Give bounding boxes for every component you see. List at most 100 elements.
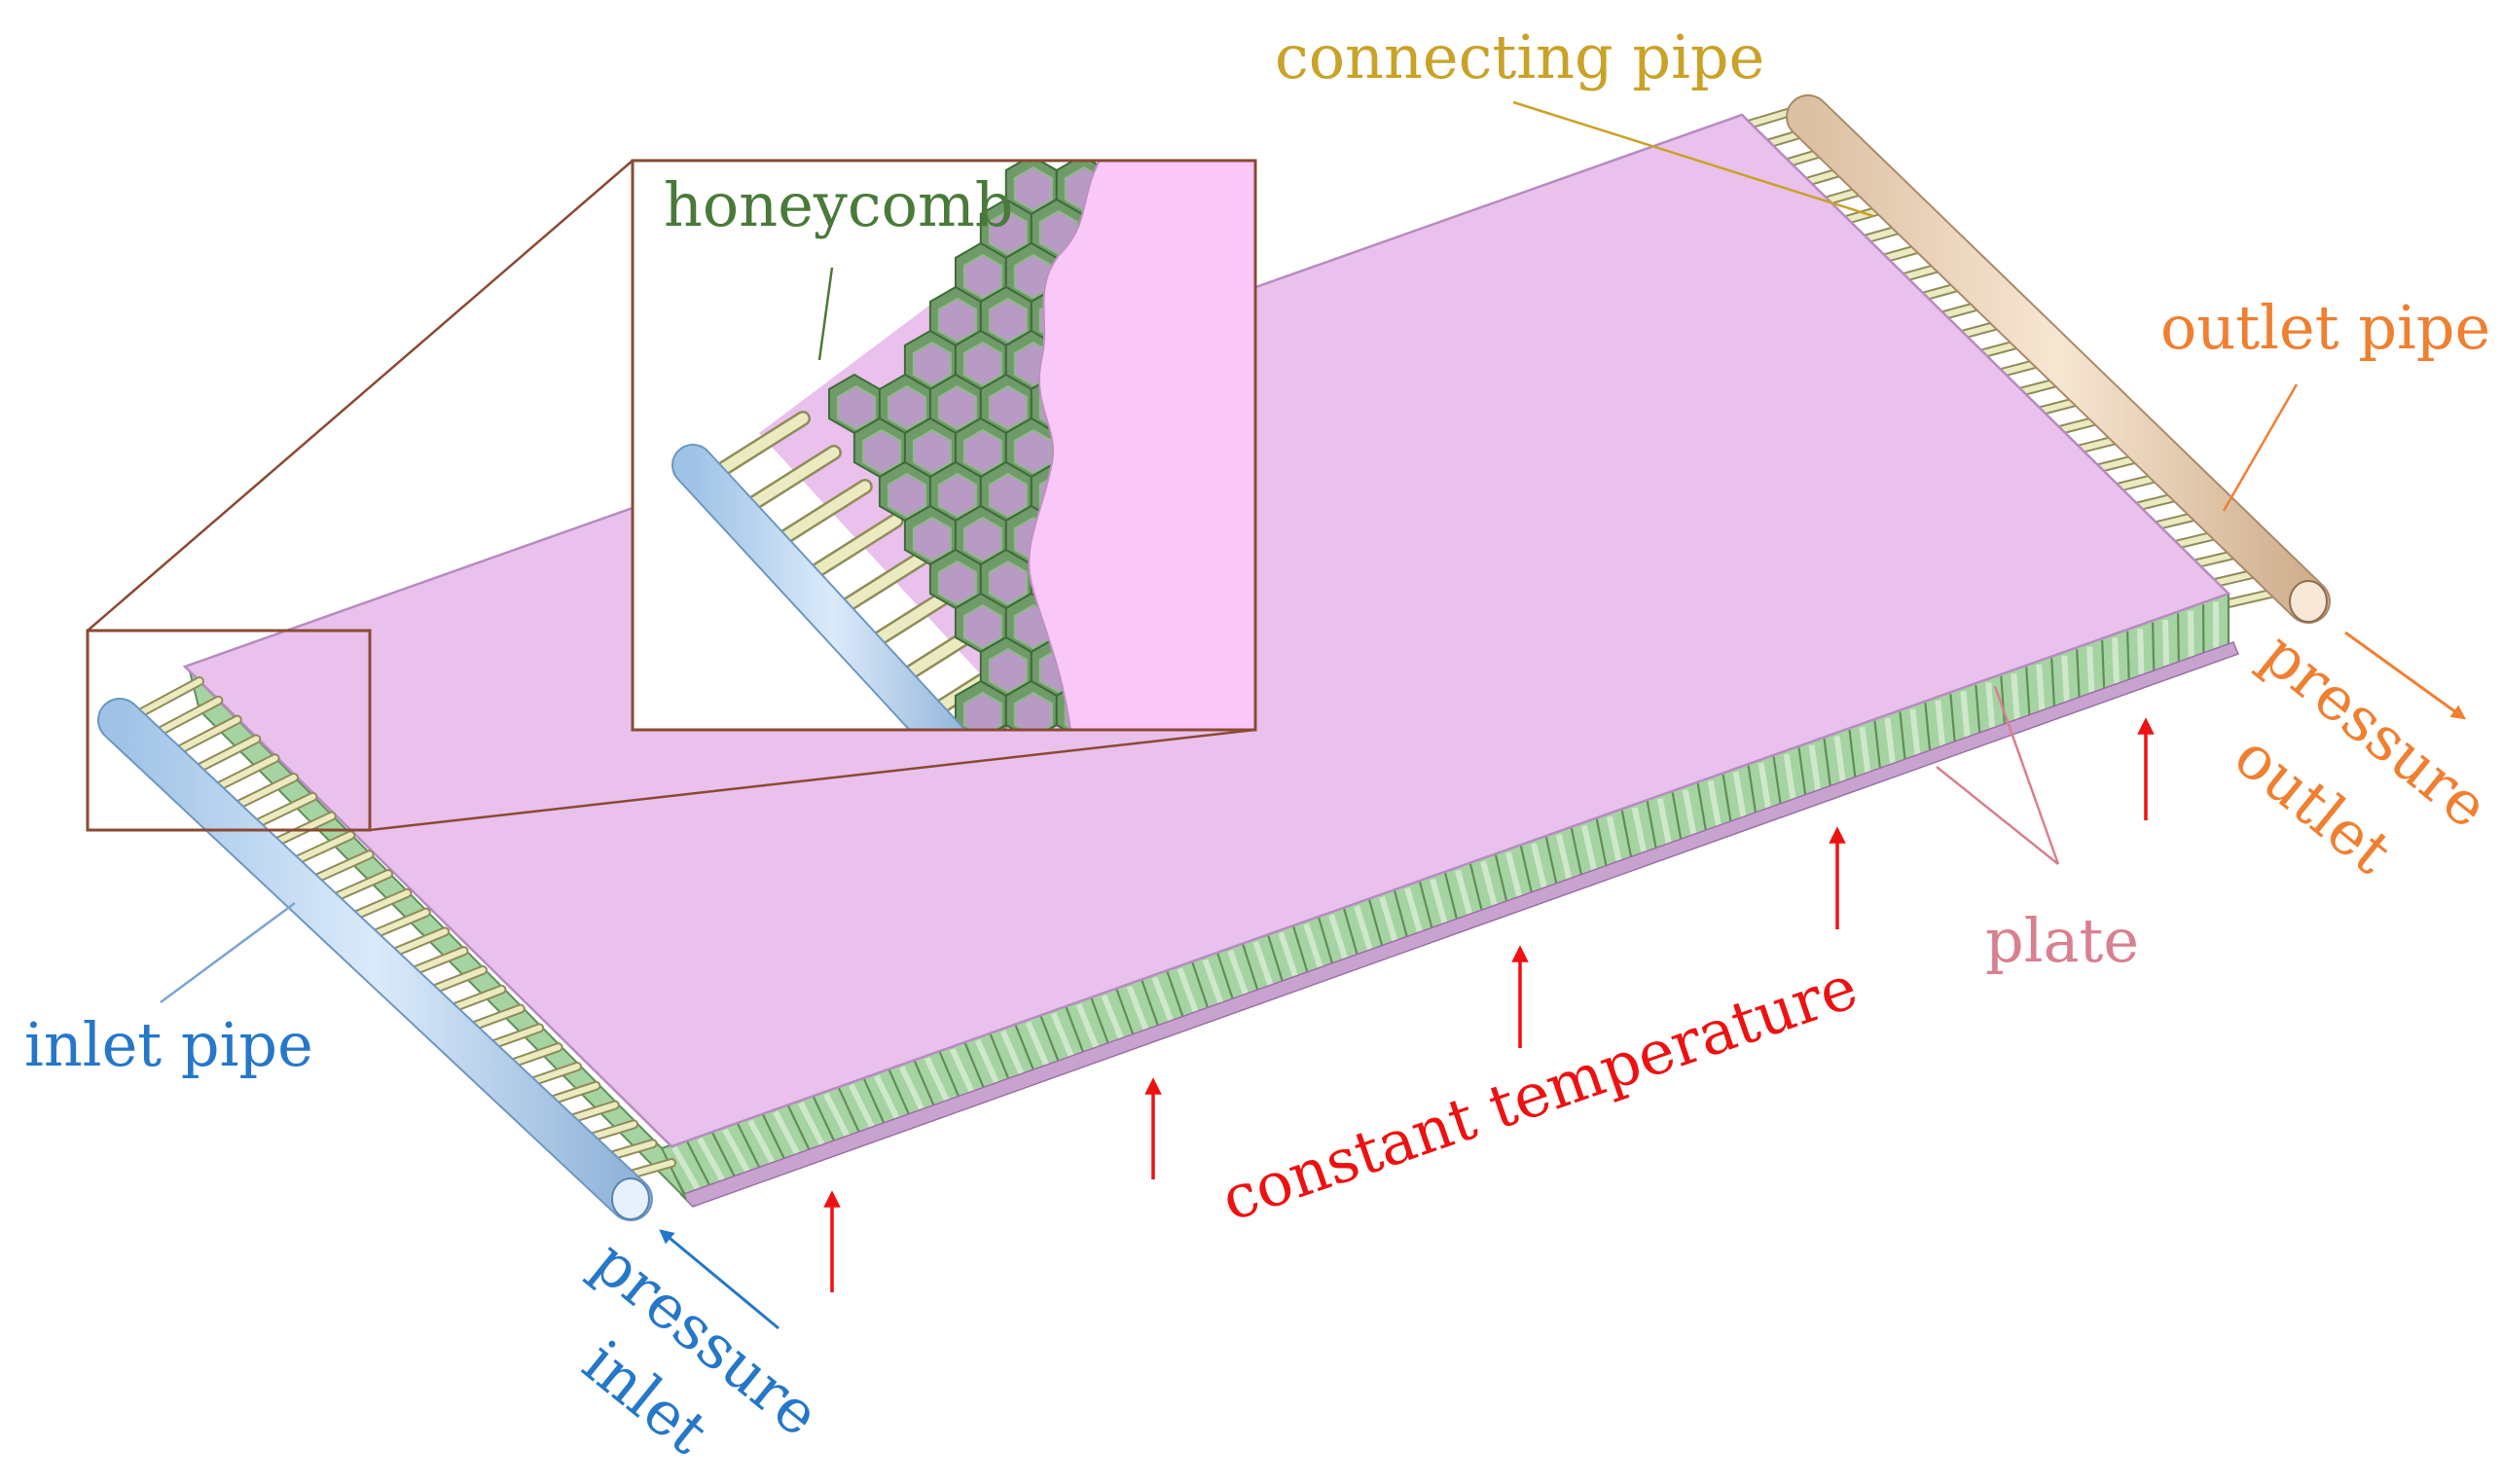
cell-wall-highlight [1732,771,1747,817]
zoom-hex-cell-interior [1013,691,1053,730]
cell-wall [1267,935,1285,984]
cell-wall [2151,622,2156,672]
cell-wall [1797,747,1807,797]
cell-wall-highlight [697,1137,726,1183]
cell-wall [2176,613,2180,664]
zoom-tube-highlight [829,549,932,619]
zoom-hex-cell-interior [937,472,977,519]
connecting-tube-highlight [171,716,240,756]
cell-wall [1065,1006,1086,1056]
cell-wall [888,1068,912,1118]
cell-wall [1747,765,1758,814]
cell-wall [1873,720,1882,771]
cell-wall [938,1051,961,1100]
cell-wall [1772,756,1782,806]
outlet-pipe-leader [2222,383,2299,512]
cell-wall [1191,961,1210,1011]
cell-wall-highlight [2112,637,2120,684]
cell-wall-highlight [874,1074,900,1121]
zoom-tube-highlight [767,481,871,551]
cell-wall-highlight [1505,851,1523,898]
heat-arrows [823,717,2155,1292]
plate-leader-top [1993,685,2060,865]
cell-wall [2076,649,2081,699]
cell-wall-highlight [747,1119,777,1166]
cell-wall-highlight [1859,726,1871,773]
cell-wall [1646,801,1658,851]
cell-wall [1975,684,1981,735]
zoom-hex-cell-interior [988,472,1028,519]
inlet-pipe [97,698,653,1221]
honeycomb-leader [817,267,834,361]
cell-wall [1823,738,1832,788]
cell-wall-highlight [671,1145,702,1192]
zoom-tube-highlight [705,413,809,483]
cell-wall-highlight [974,1038,1000,1085]
zoom-hex-cell-interior [1038,209,1078,256]
connecting-tube-highlight [152,697,222,738]
zoom-leader-top [87,160,634,632]
cell-wall-highlight [1808,744,1822,791]
cell-wall [812,1096,837,1144]
cell-wall [837,1087,861,1136]
cell-wall-highlight [849,1083,876,1130]
connecting-tube-highlight [209,755,278,793]
cell-wall-highlight [1379,896,1398,943]
zoom-inset [631,159,1257,732]
zoom-hex-cell-interior [1013,428,1053,475]
cell-wall-highlight [1075,1003,1100,1050]
cell-wall-highlight [1278,931,1299,978]
cell-wall [1418,881,1433,930]
cell-wall [1544,836,1558,887]
zoom-hex-cell-interior [836,384,876,431]
cell-wall-highlight [798,1102,826,1148]
cell-wall-highlight [1555,833,1573,881]
cell-wall-highlight [1328,914,1349,960]
cell-wall-highlight [1050,1012,1075,1059]
cell-wall [1090,997,1110,1046]
zoom-hex-cell-interior [962,341,1002,387]
zoom-hex-cell-interior [962,603,1002,650]
cell-wall [1899,711,1906,762]
cell-wall-highlight [1909,708,1921,755]
cell-wall-highlight [823,1092,851,1139]
plate-leader-bottom [1936,766,2059,865]
cell-wall-highlight [1303,923,1323,969]
cell-wall-highlight [1430,878,1448,924]
cell-wall-highlight [1985,682,1996,729]
zoom-source-box [86,629,372,832]
cell-wall-highlight [1227,950,1250,996]
honeycomb-cell-walls [661,596,2230,1198]
zoom-hex-cell-interior [937,297,977,344]
zoom-hex-cell-interior [861,428,901,475]
zoom-plate-cutaway [1028,161,1255,730]
cell-wall-highlight [2188,610,2194,657]
cell-wall-highlight [949,1048,975,1095]
zoom-hex-cell-interior [912,428,952,475]
cell-wall [1595,818,1608,868]
cell-wall-highlight [1935,700,1945,746]
cell-wall [1343,908,1359,958]
cell-wall [2025,667,2031,717]
cell-wall [2050,658,2056,708]
zoom-hex-cell-interior [962,428,1002,475]
cell-wall [1722,774,1732,824]
cell-wall-highlight [1530,843,1547,889]
cell-wall [1318,917,1334,966]
cell-wall [2126,631,2130,681]
cell-wall [2101,639,2106,690]
cell-wall-highlight [1404,887,1424,934]
cell-wall-highlight [1455,869,1473,916]
cell-wall-highlight [1101,994,1125,1041]
cell-wall [1949,694,1956,743]
connecting-pipe-leader [1512,100,1874,218]
zoom-hex-cell-interior [937,560,977,606]
cell-wall-highlight [1606,815,1622,862]
cell-wall [1039,1015,1061,1065]
zoom-hex-cell-interior [962,691,1002,730]
cell-wall [1368,899,1384,949]
zoom-hex-cell-interior [887,472,926,519]
cell-wall [1115,989,1136,1037]
zoom-hex-cell-interior [962,516,1002,562]
